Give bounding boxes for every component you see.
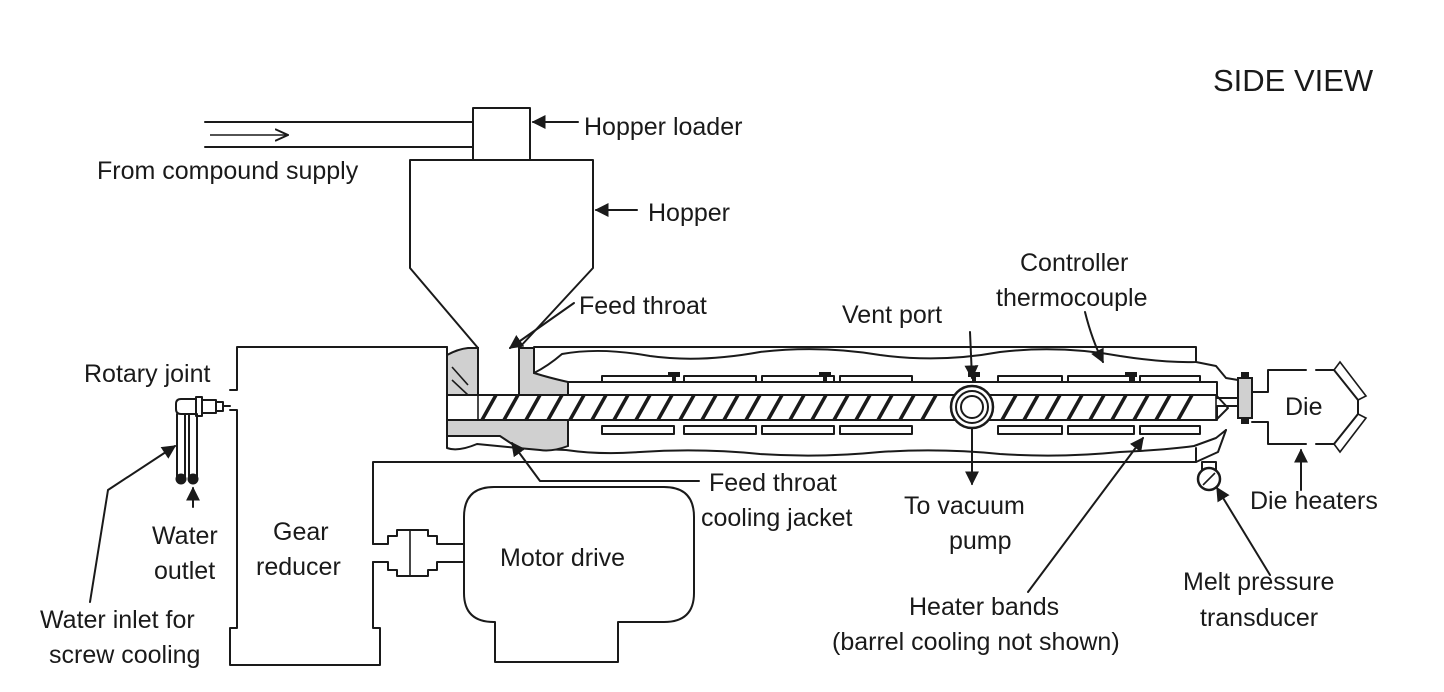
motor-drive xyxy=(372,486,695,663)
hopper-label: Hopper xyxy=(648,199,730,227)
machine-frame xyxy=(229,346,1197,666)
water-inlet-label-1: Water inlet for xyxy=(40,606,195,634)
vacuum-pump-label-1: To vacuum xyxy=(904,492,1025,520)
controller-label-1: Controller xyxy=(1020,249,1128,277)
vent-port-label: Vent port xyxy=(842,301,942,329)
rotary-joint-label: Rotary joint xyxy=(84,360,210,388)
heater-bands-label-2: (barrel cooling not shown) xyxy=(832,628,1120,656)
compound-supply-label: From compound supply xyxy=(97,157,359,185)
die-label: Die xyxy=(1285,393,1323,421)
controller-label-2: thermocouple xyxy=(996,284,1147,312)
gear-reducer-label-2: reducer xyxy=(256,553,341,581)
motor-drive-label: Motor drive xyxy=(500,544,625,572)
view-title: SIDE VIEW xyxy=(1213,63,1374,98)
melt-pressure-label-2: transducer xyxy=(1200,604,1318,632)
pressure-transducer xyxy=(1196,461,1222,492)
feed-throat-jacket-label-1: Feed throat xyxy=(709,469,837,497)
hopper xyxy=(409,159,594,349)
hopper-loader xyxy=(204,107,531,161)
die xyxy=(1251,360,1368,454)
feed-throat-jacket-label-2: cooling jacket xyxy=(701,504,853,532)
hopper-loader-label: Hopper loader xyxy=(584,113,742,141)
heater-bands-label-1: Heater bands xyxy=(909,593,1059,621)
breaker-plate xyxy=(1237,377,1253,419)
melt-pressure-label-1: Melt pressure xyxy=(1183,568,1334,596)
water-outlet-label-1: Water xyxy=(152,522,218,550)
rotary-joint xyxy=(175,396,231,485)
water-outlet-label-2: outlet xyxy=(154,557,215,585)
gear-reducer-label-1: Gear xyxy=(273,518,329,546)
vacuum-pump-label-2: pump xyxy=(949,527,1012,555)
water-inlet-label-2: screw cooling xyxy=(49,641,200,669)
vent-port xyxy=(949,384,995,430)
screw xyxy=(477,394,1229,421)
feed-throat-label: Feed throat xyxy=(579,292,707,320)
die-heaters-label: Die heaters xyxy=(1250,487,1378,515)
leader-arrows xyxy=(89,115,1308,603)
